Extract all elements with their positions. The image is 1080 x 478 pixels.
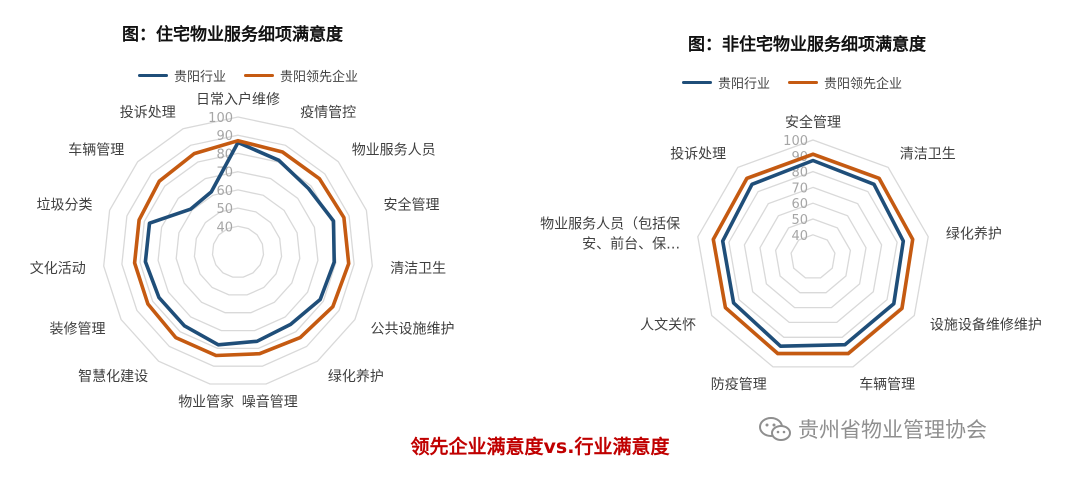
chart2-category-label: 绿化养护: [946, 227, 1002, 243]
chart2-category-label: 清洁卫生: [900, 147, 956, 163]
chart1-tick-label: 90: [216, 129, 233, 144]
chart1-category-label: 车辆管理: [68, 142, 124, 159]
wechat-icon: [759, 417, 791, 441]
chart1-category-label: 投诉处理: [120, 105, 176, 121]
chart1-series-industry: [143, 140, 337, 347]
chart1-category-label: 物业服务人员: [352, 143, 436, 159]
chart1-category-label: 文化活动: [30, 261, 86, 277]
chart2-legend-swatch-industry: [682, 81, 712, 84]
chart2-legend-item-leader: 贵阳领先企业: [788, 73, 902, 92]
chart2-category-label: 人文关怀: [640, 318, 696, 334]
watermark: 贵州省物业管理协会: [758, 414, 987, 444]
chart1-grid-ring-50: [193, 207, 283, 296]
watermark-text: 贵州省物业管理协会: [798, 418, 987, 442]
chart2-category-label: 投诉处理: [670, 147, 726, 163]
chart2-grid-ring-70: [743, 186, 883, 324]
chart2-tick-label: 50: [791, 213, 808, 228]
chart1-legend: 贵阳行业 贵阳领先企业: [138, 66, 358, 85]
chart2-tick-label: 60: [791, 197, 808, 212]
chart1-category-label: 清洁卫生: [390, 261, 446, 277]
chart1-tick-label: 40: [216, 220, 233, 235]
chart1-tick-label: 50: [216, 202, 233, 217]
chart1-category-label: 疫情管控: [300, 105, 356, 121]
chart2-series-leader: [711, 152, 915, 356]
chart1-title: 图：住宅物业服务细项满意度: [122, 25, 343, 45]
chart1-category-label: 绿化养护: [328, 369, 384, 385]
chart1-grid-ring-70: [157, 171, 319, 332]
chart2-title: 图：非住宅物业服务细项满意度: [688, 35, 926, 55]
chart2-tick-label: 100: [783, 134, 808, 149]
chart1-grid-ring-40: [211, 225, 265, 278]
chart1-category-label: 装修管理: [50, 322, 106, 338]
chart2-tick-label: 70: [791, 181, 808, 196]
chart1-legend-swatch-leader: [244, 74, 275, 77]
chart2-series-industry: [720, 158, 906, 349]
chart2-legend-swatch-leader: [788, 81, 819, 84]
chart1-legend-label-leader: 贵阳领先企业: [280, 70, 359, 85]
chart1-category-label: 垃圾分类: [37, 198, 93, 214]
chart2-category-label: 车辆管理: [859, 376, 915, 393]
chart1-category-label: 噪音管理: [242, 394, 298, 411]
chart1-grid-ring-60: [175, 189, 301, 314]
chart1-grid-ring-100: [103, 116, 373, 385]
chart2-category-label: 防疫管理: [711, 377, 767, 393]
chart2-category-label: 物业服务人员（包括保安、前台、保…: [540, 217, 680, 253]
chart2-grid-ring-60: [759, 202, 867, 309]
chart1-series-leader: [132, 138, 351, 358]
chart1-grid-ring-90: [121, 134, 355, 367]
chart2-tick-label: 80: [791, 166, 808, 181]
chart1-category-label: 安全管理: [384, 197, 440, 214]
chart1-category-label: 智慧化建设: [78, 369, 148, 385]
chart2-legend-item-industry: 贵阳行业: [682, 73, 770, 92]
chart2-category-label: 安全管理: [785, 114, 841, 131]
chart1-legend-label-industry: 贵阳行业: [174, 70, 227, 85]
chart2-grid-ring-50: [774, 218, 852, 294]
chart2-legend-label-industry: 贵阳行业: [718, 77, 771, 92]
chart1-tick-label: 100: [208, 111, 233, 126]
chart2-legend: 贵阳行业 贵阳领先企业: [682, 73, 902, 92]
chart2-grid-ring-40: [790, 234, 836, 279]
chart1-legend-swatch-industry: [138, 74, 168, 77]
footer-caption: 领先企业满意度vs.行业满意度: [410, 436, 670, 458]
chart1-category-label: 物业管家: [178, 394, 234, 411]
chart2-tick-label: 40: [791, 229, 808, 244]
chart1-tick-label: 60: [216, 184, 233, 199]
chart1-category-label: 公共设施维护: [371, 322, 455, 338]
chart2-grid-ring-100: [697, 139, 929, 368]
chart2-grid-ring-80: [728, 170, 898, 338]
chart1-legend-item-leader: 贵阳领先企业: [244, 66, 358, 85]
chart1-category-label: 日常入户维修: [196, 91, 280, 108]
chart1-legend-item-industry: 贵阳行业: [138, 66, 226, 85]
chart2-category-label: 设施设备维修维护: [930, 317, 1042, 334]
chart2-legend-label-leader: 贵阳领先企业: [824, 77, 903, 92]
